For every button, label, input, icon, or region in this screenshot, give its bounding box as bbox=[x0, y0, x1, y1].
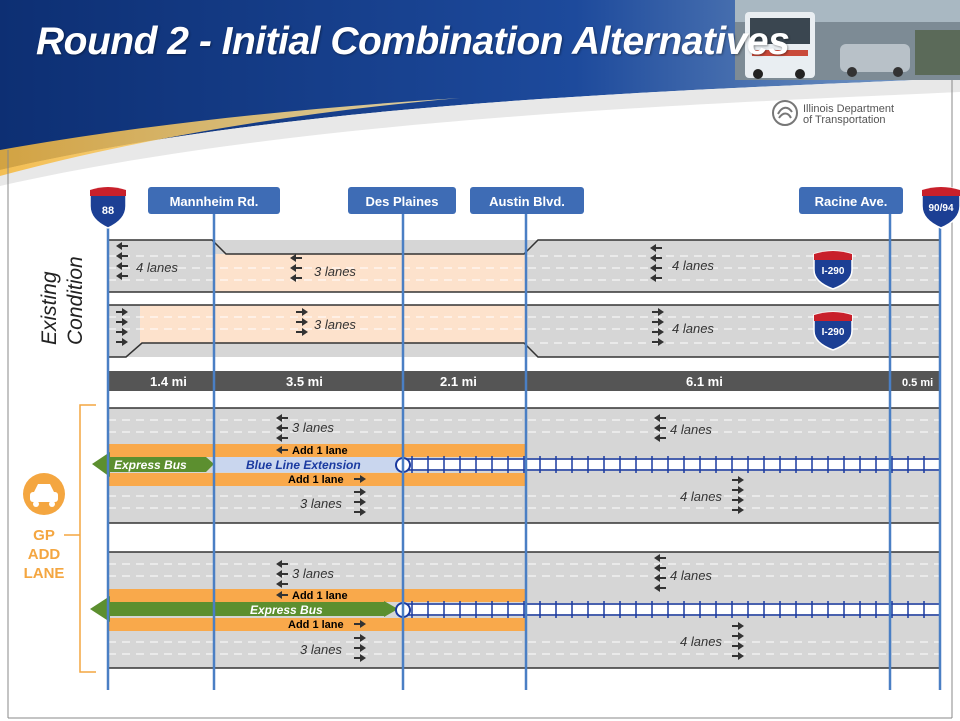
idot-wordmark: Illinois Department of Transportation bbox=[803, 104, 894, 126]
lane-count-label: 3 lanes bbox=[300, 496, 342, 511]
bus-photo bbox=[735, 0, 960, 80]
svg-text:Austin Blvd.: Austin Blvd. bbox=[489, 194, 565, 209]
svg-text:I-290: I-290 bbox=[822, 327, 845, 338]
lane-count-label: 4 lanes bbox=[670, 422, 712, 437]
svg-text:I-290: I-290 bbox=[822, 266, 845, 277]
svg-text:88: 88 bbox=[102, 205, 114, 217]
add-lane-label: Add 1 lane bbox=[292, 590, 348, 602]
add-lane-label: Add 1 lane bbox=[288, 619, 344, 631]
rail-track-alt1 bbox=[404, 456, 940, 473]
agency-line2: of Transportation bbox=[803, 114, 886, 126]
cross-street-des-plaines: Des Plaines bbox=[348, 187, 456, 214]
lane-count-label: 4 lanes bbox=[672, 258, 714, 273]
blue-line-extension-band bbox=[212, 457, 400, 472]
lane-count-label: 4 lanes bbox=[670, 568, 712, 583]
page-title: Round 2 - Initial Combination Alternativ… bbox=[36, 20, 790, 63]
idot-logo bbox=[772, 100, 798, 126]
express-bus-label-alt1: Express Bus bbox=[114, 458, 187, 472]
i290-shield-icon: I-290 bbox=[813, 311, 853, 351]
car-icon bbox=[23, 473, 65, 515]
existing-label-line2: Condition bbox=[64, 256, 87, 345]
express-bus-label-alt2: Express Bus bbox=[250, 603, 323, 617]
existing-westbound bbox=[108, 239, 940, 293]
distance-label: 2.1 mi bbox=[440, 374, 477, 389]
i90-94-shield-icon: 90/94 bbox=[921, 186, 960, 229]
cross-street-mannheim: Mannheim Rd. bbox=[148, 187, 280, 214]
svg-text:90/94: 90/94 bbox=[928, 203, 953, 214]
svg-text:Racine Ave.: Racine Ave. bbox=[815, 194, 888, 209]
express-bus-arrow-alt2 bbox=[90, 596, 398, 622]
agency-line1: Illinois Department bbox=[803, 103, 895, 115]
svg-text:Mannheim Rd.: Mannheim Rd. bbox=[170, 194, 259, 209]
add-lane-label: Add 1 lane bbox=[288, 474, 344, 486]
lane-count-label: 3 lanes bbox=[314, 264, 356, 279]
distance-bar bbox=[108, 371, 940, 391]
existing-label-line1: Existing bbox=[38, 271, 61, 345]
gp-label-line3: LANE bbox=[24, 565, 65, 582]
lane-count-label: 3 lanes bbox=[300, 642, 342, 657]
lane-count-label: 3 lanes bbox=[314, 317, 356, 332]
i290-shield-icon: I-290 bbox=[813, 250, 853, 290]
blue-line-extension-label: Blue Line Extension bbox=[246, 458, 361, 472]
distance-label: 3.5 mi bbox=[286, 374, 323, 389]
lane-count-label: 4 lanes bbox=[680, 489, 722, 504]
lane-count-label: 3 lanes bbox=[292, 566, 334, 581]
lane-count-label: 3 lanes bbox=[292, 420, 334, 435]
svg-text:Des Plaines: Des Plaines bbox=[366, 194, 439, 209]
cross-street-lines bbox=[106, 210, 942, 690]
rail-track-alt2 bbox=[404, 601, 940, 618]
lane-count-label: 4 lanes bbox=[680, 634, 722, 649]
distance-label: 6.1 mi bbox=[686, 374, 723, 389]
i88-shield-icon: 88 bbox=[89, 186, 127, 229]
lane-count-label: 4 lanes bbox=[136, 260, 178, 275]
gp-bracket bbox=[79, 404, 96, 673]
existing-eastbound bbox=[108, 304, 940, 358]
cross-street-austin: Austin Blvd. bbox=[470, 187, 584, 214]
header-band bbox=[0, 0, 960, 186]
distance-label: 1.4 mi bbox=[150, 374, 187, 389]
express-bus-arrow-alt1 bbox=[92, 452, 214, 477]
cross-street-racine: Racine Ave. bbox=[799, 187, 903, 214]
gp-label-line2: ADD bbox=[28, 546, 61, 563]
add-lane-label: Add 1 lane bbox=[292, 445, 348, 457]
gp-label-line1: GP bbox=[33, 527, 55, 544]
distance-label: 0.5 mi bbox=[902, 377, 933, 389]
lane-count-label: 4 lanes bbox=[672, 321, 714, 336]
lane-arrows bbox=[116, 242, 744, 662]
